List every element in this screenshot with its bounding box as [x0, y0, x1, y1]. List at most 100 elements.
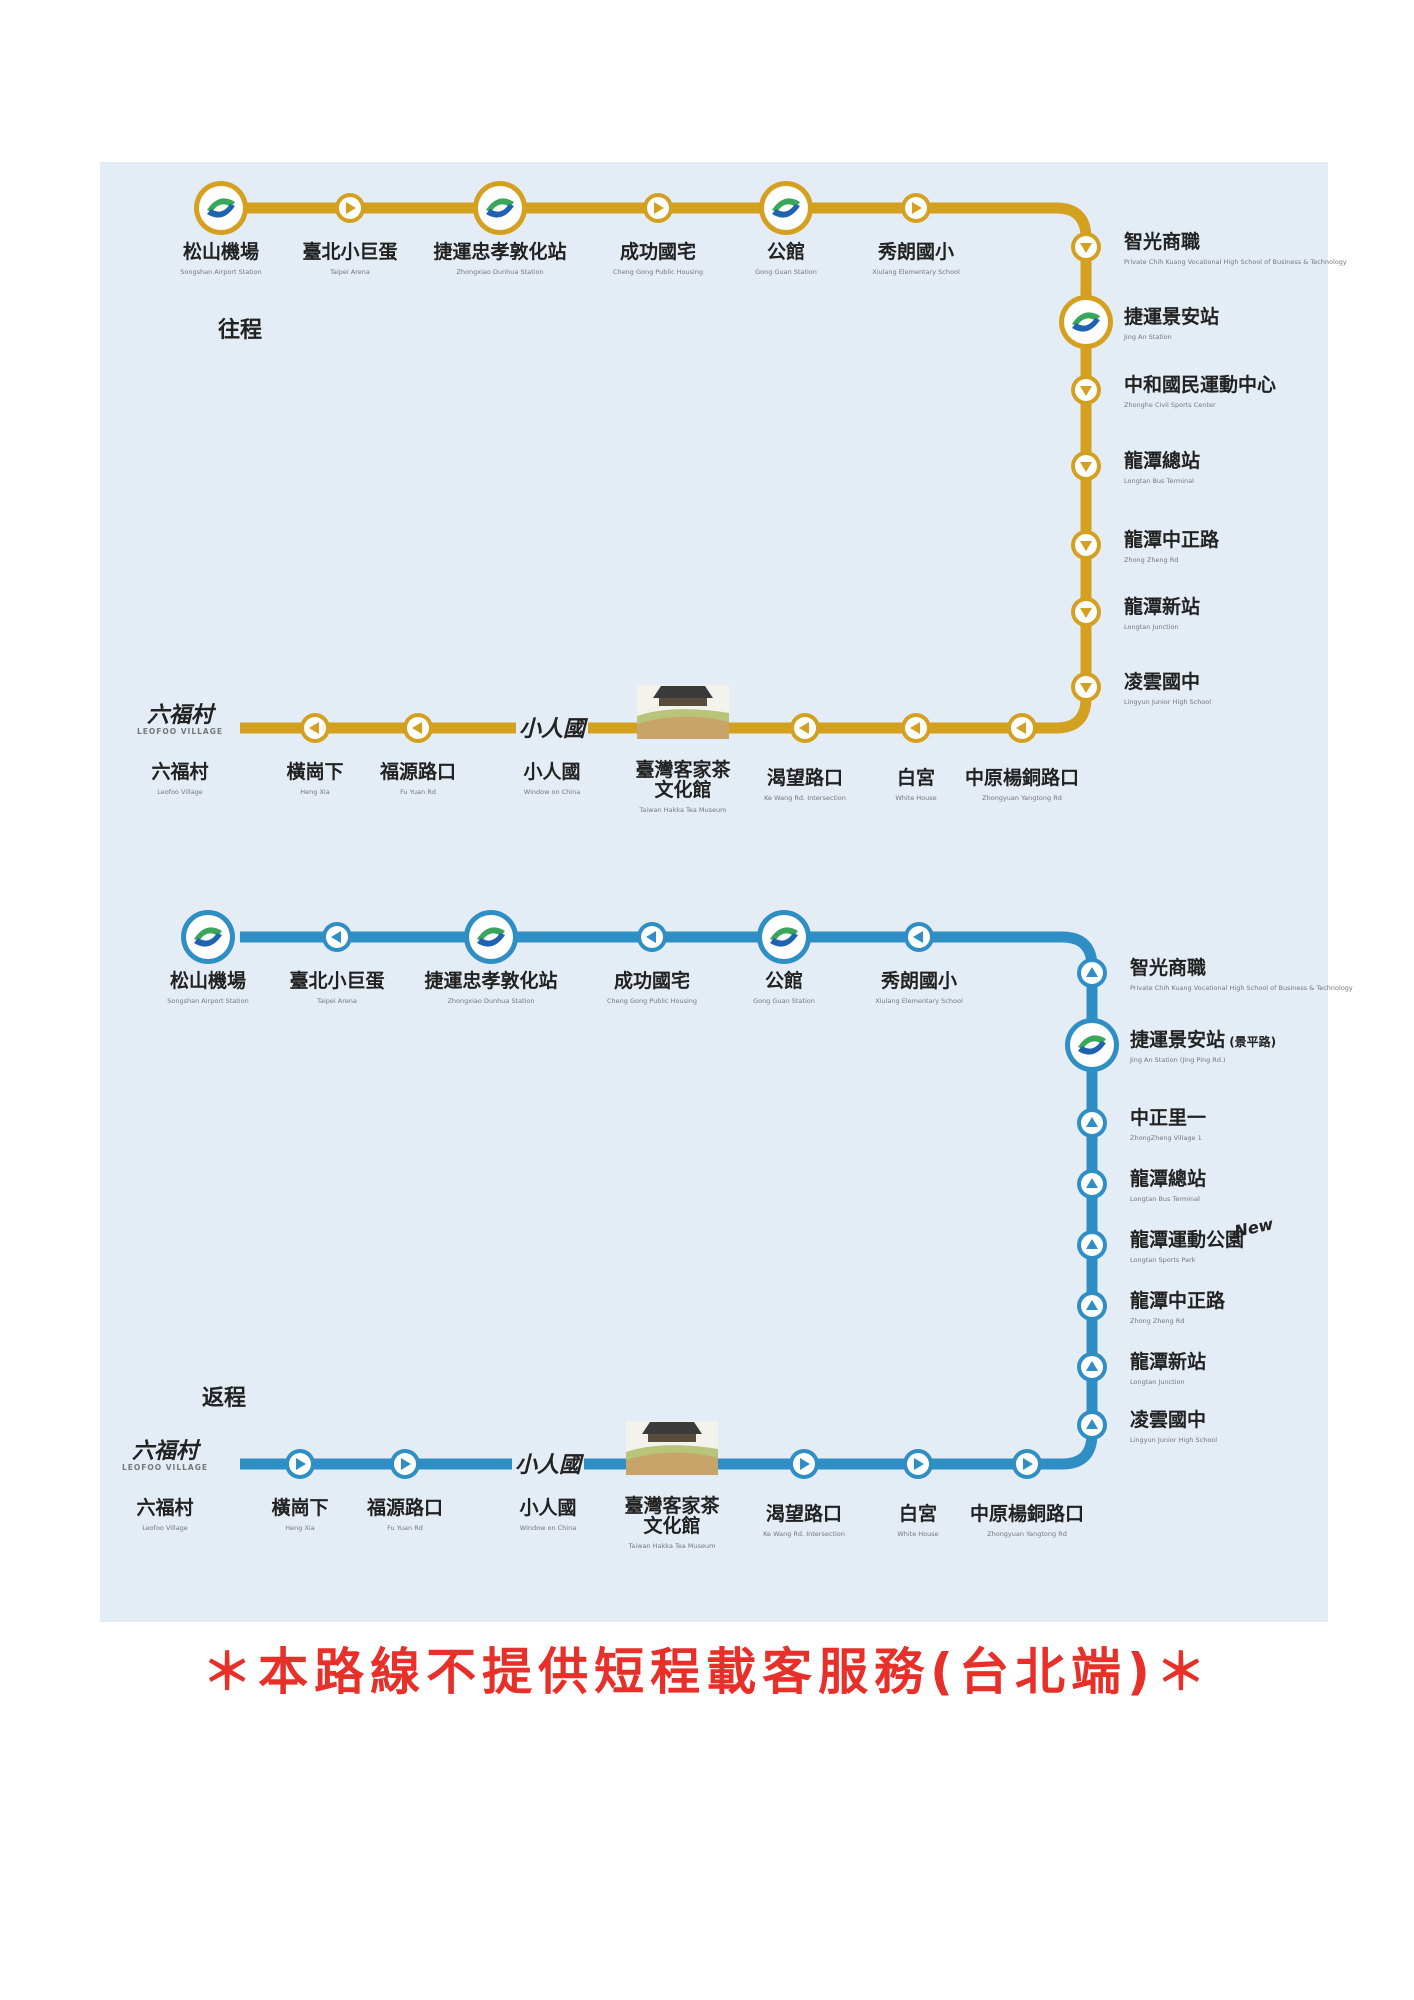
metro-logo-lower-swoosh [772, 204, 800, 218]
station-name-en: Gong Guan Station [753, 997, 815, 1005]
station-name-en: Taipei Arena [329, 268, 370, 276]
station-marker-arrow-icon [654, 202, 664, 214]
station-name-zh: 六福村 [151, 760, 208, 783]
station-name-zh: 臺北小巨蛋 [302, 240, 397, 263]
station-name-zh: 文化館 [654, 778, 711, 801]
tea-museum-building [659, 698, 707, 706]
station-name-en: Xiulang Elementary School [872, 268, 960, 276]
station-name-zh: 中和國民運動中心 [1124, 373, 1276, 396]
station-marker-arrow-icon [1016, 722, 1026, 734]
station-name-en: Zhongyuan Yangtong Rd [987, 1530, 1067, 1538]
window-china-logo-bg [512, 1450, 584, 1476]
station-marker-metro-logo-icon [1078, 1035, 1106, 1055]
station-gongguan: 公館 Gong Guan Station [753, 910, 815, 1005]
station-name-zh: 捷運景安站 (景平路) [1130, 1028, 1276, 1051]
station-name-en: Window on China [524, 788, 580, 796]
station-name-zh: 智光商職 [1124, 230, 1200, 253]
station-marker-arrow-icon [914, 1458, 924, 1470]
station-marker-metro-logo-icon [1072, 312, 1100, 332]
metro-logo-upper-swoosh [1078, 1035, 1106, 1049]
station-name-en: Jing An Station [1123, 333, 1172, 341]
metro-logo-lower-swoosh [486, 204, 514, 218]
station-name-en: Xiulang Elementary School [875, 997, 963, 1005]
leofoo-logo-subtext: LEOFOO VILLAGE [122, 1463, 208, 1472]
station-name-zh: 橫崗下 [271, 1496, 328, 1519]
metro-logo-upper-swoosh [194, 927, 222, 941]
station-name-zh: 渴望路口 [767, 766, 843, 789]
metro-logo-upper-swoosh [1072, 312, 1100, 326]
station-marker-arrow-icon [646, 931, 656, 943]
station-name-suffix: (景平路) [1225, 1034, 1276, 1049]
station-marker-inner [1064, 300, 1108, 344]
station-name-en: Taipei Arena [316, 997, 357, 1005]
tea-museum-roof [642, 1422, 702, 1434]
station-marker-arrow-icon [913, 931, 923, 943]
station-name-zh: 臺灣客家茶 [624, 1494, 720, 1517]
station-name-en: Ke Wang Rd. Intersection [763, 1530, 845, 1538]
return-route-line [240, 931, 1098, 1470]
metro-logo-lower-swoosh [194, 933, 222, 947]
station-name-zh: 松山機場 [170, 969, 246, 992]
tea-museum-roof [653, 686, 713, 698]
station-name-en: Zhonghe Civil Sports Center [1124, 401, 1216, 409]
station-marker-inner [469, 915, 513, 959]
station-name-zh: 公館 [765, 969, 803, 992]
station-marker-arrow-icon [1086, 1117, 1098, 1127]
station-name-en: Fu Yuan Rd [400, 788, 436, 796]
station-name-zh: 小人國 [523, 761, 580, 783]
station-zhonghe-sports: 中和國民運動中心 Zhonghe Civil Sports Center [1071, 373, 1276, 409]
route-map-panel [100, 162, 1328, 1622]
station-name-zh: 龍潭總站 [1130, 1167, 1206, 1190]
station-name-en: Zhong Zheng Rd [1130, 1317, 1184, 1325]
station-name-zh: 中正里一 [1130, 1106, 1206, 1129]
return-direction-label: 返程 [202, 1386, 246, 1411]
service-notice: ＊本路線不提供短程載客服務(台北端)＊ [202, 1643, 1212, 1701]
station-name-zh: 捷運景安站 [1124, 305, 1219, 328]
station-name-en: Songshan Airport Station [167, 997, 248, 1005]
station-name-zh: 文化館 [643, 1514, 700, 1537]
station-name-zh: 成功國宅 [614, 969, 690, 992]
metro-logo-upper-swoosh [770, 927, 798, 941]
outbound-route-line [240, 202, 1092, 734]
metro-logo-upper-swoosh [207, 198, 235, 212]
station-name-en: Private Chih Kuang Vocational High Schoo… [1124, 258, 1347, 266]
window-china-logo-bg [516, 714, 588, 740]
station-name-en: Songshan Airport Station [180, 268, 261, 276]
station-name-en: Longtan Bus Terminal [1124, 477, 1194, 485]
station-name-zh: 龍潭總站 [1124, 449, 1200, 472]
station-marker-arrow-icon [1086, 1419, 1098, 1429]
station-name-zh: 龍潭運動公園 [1130, 1228, 1244, 1251]
station-marker-inner [1070, 1023, 1114, 1067]
station-name-en: Taiwan Hakka Tea Museum [628, 1542, 716, 1550]
station-name-zh: 白宮 [897, 766, 935, 789]
station-name-zh: 松山機場 [183, 240, 259, 263]
metro-logo-lower-swoosh [1078, 1041, 1106, 1055]
station-name-en: Longtan Sports Park [1130, 1256, 1196, 1264]
station-name-en: Window on China [520, 1524, 576, 1532]
leofoo-logo-text: 六福村 [132, 1439, 202, 1464]
station-name-zh: 成功國宅 [620, 240, 696, 263]
station-marker-arrow-icon [1086, 1300, 1098, 1310]
station-marker-arrow-icon [296, 1458, 306, 1470]
leofoo-logo-text: 六福村 [147, 703, 217, 728]
